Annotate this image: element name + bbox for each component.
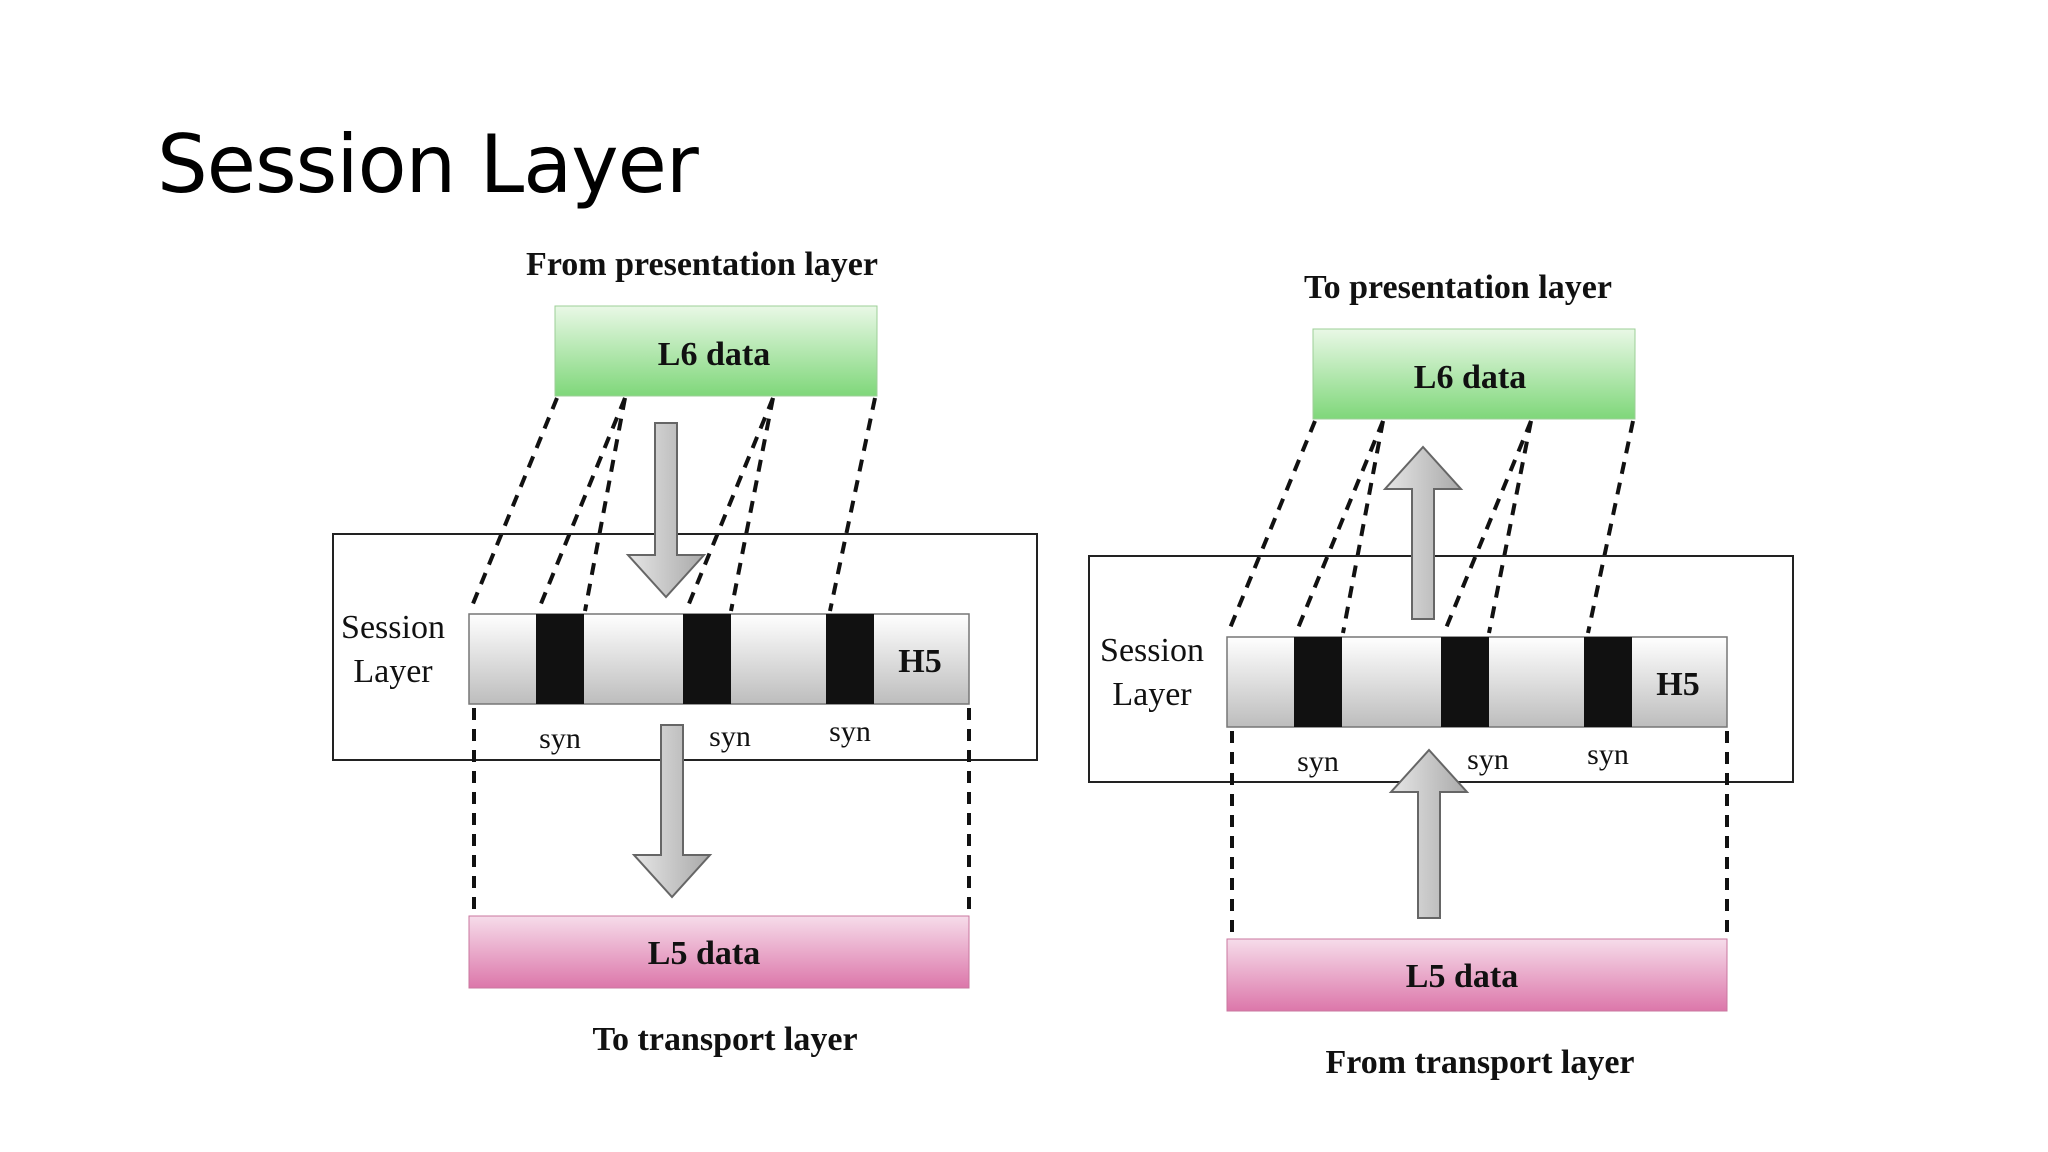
l5-data-label: L5 data [1406, 958, 1518, 995]
session-label-line2: Layer [1112, 676, 1192, 713]
diagram-left: From presentation layer L6 data Session … [332, 246, 1038, 1058]
diagram-right: To presentation layer L6 data Session La… [1088, 269, 1794, 1081]
l6-data-box [1312, 328, 1636, 420]
up-arrow-icon [1388, 748, 1470, 919]
mapping-lines-top [1226, 420, 1635, 634]
h5-header-label: H5 [898, 643, 941, 680]
mapping-lines-bottom [472, 708, 971, 912]
syn-label: syn [709, 720, 751, 753]
syn-label: syn [1297, 745, 1339, 778]
bottom-caption: From transport layer [1325, 1044, 1634, 1081]
mapping-lines-bottom [1230, 731, 1729, 936]
l5-data-label: L5 data [648, 935, 760, 972]
top-caption: From presentation layer [526, 246, 878, 283]
mapping-lines-top [468, 397, 877, 612]
syn-block [1584, 637, 1632, 727]
session-label-line1: Session [341, 609, 445, 646]
bottom-caption: To transport layer [592, 1021, 857, 1058]
session-label-line2: Layer [353, 653, 433, 690]
top-caption: To presentation layer [1304, 269, 1612, 306]
syn-block [536, 614, 584, 704]
l6-data-label: L6 data [1414, 359, 1526, 396]
up-arrow-icon [1382, 445, 1464, 620]
l5-data-box [1226, 938, 1728, 1012]
l5-data-box [468, 915, 970, 989]
session-label-line1: Session [1100, 632, 1204, 669]
syn-label: syn [1587, 738, 1629, 771]
h5-header-label: H5 [1656, 666, 1699, 703]
syn-label: syn [539, 722, 581, 755]
syn-block [826, 614, 874, 704]
l6-data-label: L6 data [658, 336, 770, 373]
l6-data-box [554, 305, 878, 397]
syn-label: syn [1467, 743, 1509, 776]
session-layer-frame [332, 533, 1038, 761]
syn-label: syn [829, 715, 871, 748]
syn-block [1294, 637, 1342, 727]
down-arrow-icon [631, 724, 713, 899]
down-arrow-icon [625, 422, 707, 599]
syn-block [683, 614, 731, 704]
slide-title: Session Layer [157, 118, 699, 211]
syn-block [1441, 637, 1489, 727]
